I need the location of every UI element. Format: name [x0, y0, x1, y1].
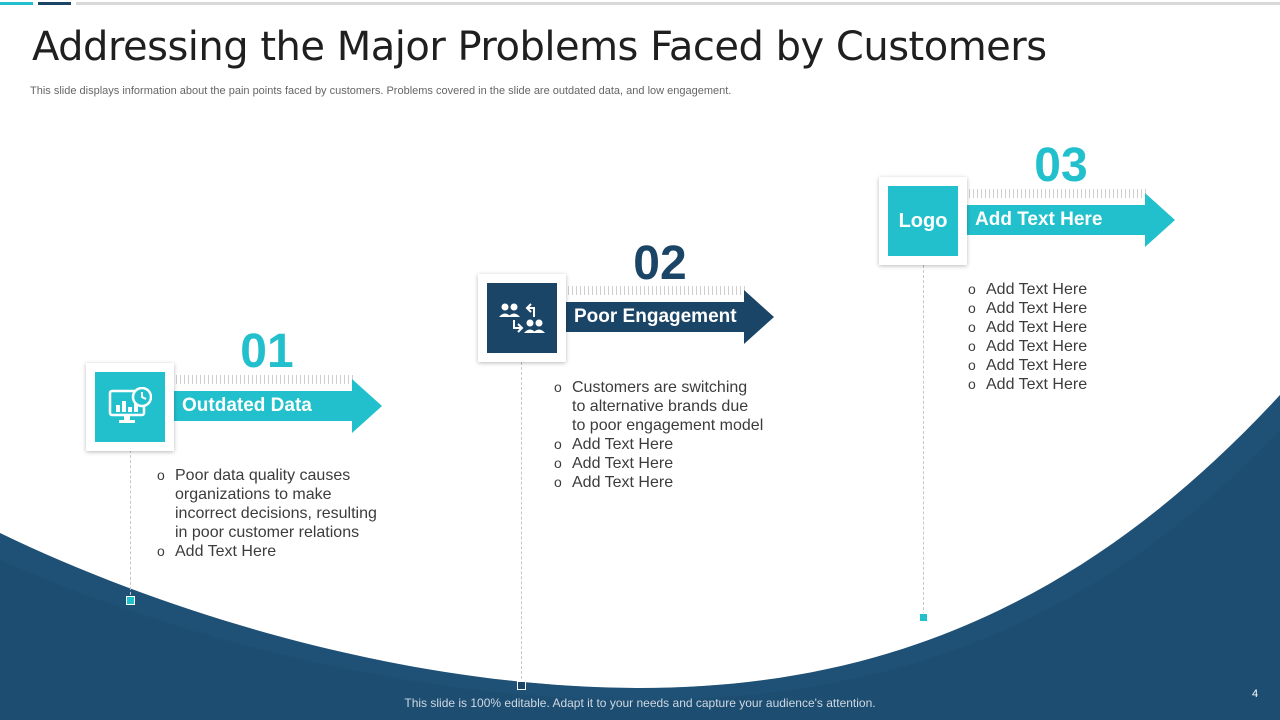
monitor-chart-clock-icon	[108, 387, 152, 423]
step-2-bullet: Customers are switching	[554, 378, 763, 397]
step-1-bullet: Add Text Here	[157, 542, 377, 561]
step-3-number: 03	[1034, 139, 1088, 192]
step-3-bullet: Add Text Here	[968, 318, 1087, 337]
step-2-bullet: Add Text Here	[554, 454, 763, 473]
step-3-bullet: Add Text Here	[968, 337, 1087, 356]
step-1-number: 01	[240, 325, 294, 378]
step-2-bullet: Add Text Here	[554, 435, 763, 454]
step-2-bullet: to alternative brands due	[572, 398, 749, 415]
step-2-number: 02	[633, 237, 687, 290]
step-2-connector	[521, 362, 522, 684]
step-2-bullet-list: Customers are switching to alternative b…	[554, 378, 763, 492]
step-3-marker	[919, 613, 928, 622]
step-1-bullet: incorrect decisions, resulting	[175, 505, 377, 522]
step-2-arrow: Poor Engagement	[566, 290, 776, 344]
step-1-bullet: Poor data quality causes	[157, 466, 377, 485]
step-2-ruler	[568, 286, 746, 295]
step-2-label: Poor Engagement	[574, 306, 737, 327]
step-3-label: Add Text Here	[975, 209, 1103, 230]
step-2-bullet: Add Text Here	[554, 473, 763, 492]
page-number: 4	[1252, 688, 1259, 700]
step-3-arrow: Add Text Here	[967, 193, 1177, 247]
step-3-bullet-list: Add Text Here Add Text Here Add Text Her…	[968, 280, 1087, 394]
step-3-logo-card: Logo	[879, 177, 967, 265]
page-title: Addressing the Major Problems Faced by C…	[32, 24, 1047, 70]
step-3-bullet: Add Text Here	[968, 375, 1087, 394]
step-1-marker	[126, 596, 135, 605]
footer-note: This slide is 100% editable. Adapt it to…	[404, 696, 876, 710]
people-switch-icon	[499, 303, 545, 333]
step-1-ruler	[176, 375, 354, 384]
step-2-bullet: to poor engagement model	[572, 417, 764, 434]
top-accent-teal	[0, 2, 33, 5]
step-3-bullet: Add Text Here	[968, 280, 1087, 299]
step-1-connector	[130, 450, 131, 600]
step-1-bullet-list: Poor data quality causes organizations t…	[157, 466, 377, 561]
step-1-bullet: in poor customer relations	[175, 524, 360, 541]
step-1-arrow: Outdated Data	[174, 379, 384, 433]
step-2-icon-card	[478, 274, 566, 362]
step-1-icon-card	[86, 363, 174, 451]
step-1-label: Outdated Data	[182, 395, 312, 416]
step-3-connector	[923, 265, 924, 615]
page-subtitle: This slide displays information about th…	[30, 85, 732, 97]
logo-placeholder: Logo	[898, 209, 948, 232]
top-accent-grey	[76, 2, 1280, 5]
top-accent-navy	[38, 2, 71, 5]
step-3-bullet: Add Text Here	[968, 356, 1087, 375]
step-2-marker	[517, 681, 526, 690]
step-3-bullet: Add Text Here	[968, 299, 1087, 318]
step-1-bullet: organizations to make	[175, 486, 332, 503]
step-3-ruler	[969, 189, 1147, 198]
